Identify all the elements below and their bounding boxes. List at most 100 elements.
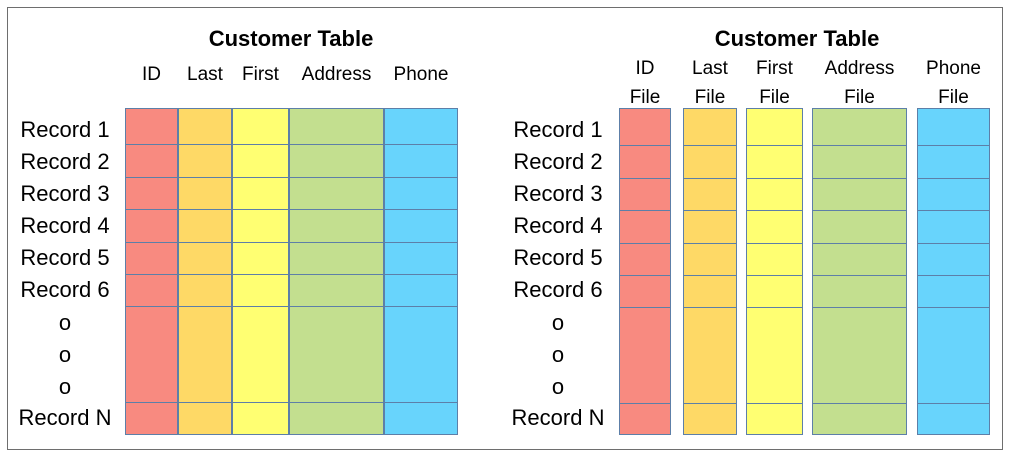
row-separator: [813, 178, 906, 179]
diagram-frame: Customer Table ID Last First Address Phone R…: [7, 7, 1003, 450]
header-phone-line-1: Phone: [393, 64, 449, 85]
row-separator: [620, 403, 670, 404]
header-first-line-1: First: [242, 64, 279, 85]
header-last: Last: [187, 60, 223, 89]
row-separator: [918, 210, 989, 211]
file-column-first: [746, 108, 803, 435]
column-phone: [384, 108, 458, 435]
header-address-line-1: Address: [824, 58, 895, 79]
header-id: ID File: [630, 54, 661, 112]
row-separator: [813, 210, 906, 211]
right-table-title: Customer Table: [714, 26, 880, 51]
row-separator: [684, 178, 736, 179]
file-column-last: [683, 108, 737, 435]
row-separator: [620, 243, 670, 244]
row-separator: [684, 243, 736, 244]
file-column-address: [812, 108, 907, 435]
header-first: First: [242, 60, 279, 89]
row-separator: [747, 145, 802, 146]
record-label: Record N: [18, 405, 112, 430]
header-last-line-1: Last: [187, 64, 223, 85]
header-phone-line-1: Phone: [926, 58, 981, 79]
ellipsis-marker: o: [58, 374, 72, 399]
row-separator: [620, 178, 670, 179]
ellipsis-marker: o: [551, 374, 565, 399]
record-label: Record N: [511, 405, 605, 430]
row-separator: [813, 243, 906, 244]
record-label: Record 2: [513, 149, 603, 174]
header-last-line-2: File: [694, 87, 726, 108]
row-separator: [918, 243, 989, 244]
row-separator: [813, 145, 906, 146]
row-separator: [125, 242, 458, 243]
header-phone-line-2: File: [938, 87, 969, 108]
header-id-line-1: ID: [635, 58, 655, 79]
file-column-id: [619, 108, 671, 435]
record-label: Record 3: [20, 181, 110, 206]
row-separator: [125, 177, 458, 178]
record-label: Record 1: [513, 117, 603, 142]
record-label: Record 5: [20, 245, 110, 270]
ellipsis-marker: o: [551, 342, 565, 367]
record-label: Record 4: [20, 213, 110, 238]
header-first-line-2: File: [759, 87, 790, 108]
ellipsis-marker: o: [58, 310, 72, 335]
row-separator: [747, 403, 802, 404]
row-separator: [684, 403, 736, 404]
row-separator: [684, 275, 736, 276]
row-separator: [125, 209, 458, 210]
row-separator: [125, 402, 458, 403]
row-separator: [620, 307, 670, 308]
column-first: [232, 108, 289, 435]
row-separator: [747, 275, 802, 276]
row-separator: [620, 275, 670, 276]
row-separator: [747, 243, 802, 244]
header-address-line-1: Address: [301, 64, 372, 85]
column-id: [125, 108, 178, 435]
row-separator: [684, 210, 736, 211]
header-phone: Phone: [394, 60, 449, 89]
record-label: Record 3: [513, 181, 603, 206]
record-label: Record 6: [20, 277, 110, 302]
row-separator: [747, 178, 802, 179]
record-label: Record 5: [513, 245, 603, 270]
column-last: [178, 108, 232, 435]
row-separator: [918, 403, 989, 404]
ellipsis-marker: o: [58, 342, 72, 367]
row-separator: [813, 275, 906, 276]
column-address: [289, 108, 384, 435]
row-separator: [918, 275, 989, 276]
row-separator: [620, 210, 670, 211]
row-separator: [125, 144, 458, 145]
left-table-grid: [125, 108, 458, 435]
row-separator: [684, 307, 736, 308]
record-label: Record 1: [20, 117, 110, 142]
header-address: Address: [302, 60, 372, 89]
file-column-phone: [917, 108, 990, 435]
header-id: ID: [142, 60, 161, 89]
row-separator: [125, 274, 458, 275]
row-separator: [813, 403, 906, 404]
row-separator: [620, 145, 670, 146]
ellipsis-marker: o: [551, 310, 565, 335]
header-address-line-2: File: [844, 87, 875, 108]
header-last-line-1: Last: [692, 58, 728, 79]
record-label: Record 6: [513, 277, 603, 302]
row-separator: [813, 307, 906, 308]
record-label: Record 4: [513, 213, 603, 238]
row-separator: [918, 307, 989, 308]
row-separator: [747, 307, 802, 308]
right-file-columns: [619, 108, 990, 435]
record-label: Record 2: [20, 149, 110, 174]
row-separator: [918, 178, 989, 179]
row-separator: [125, 306, 458, 307]
header-first-line-1: First: [756, 58, 793, 79]
row-separator: [918, 145, 989, 146]
header-id-line-1: ID: [142, 64, 161, 85]
left-table-title: Customer Table: [208, 26, 374, 51]
header-id-line-2: File: [629, 87, 661, 108]
